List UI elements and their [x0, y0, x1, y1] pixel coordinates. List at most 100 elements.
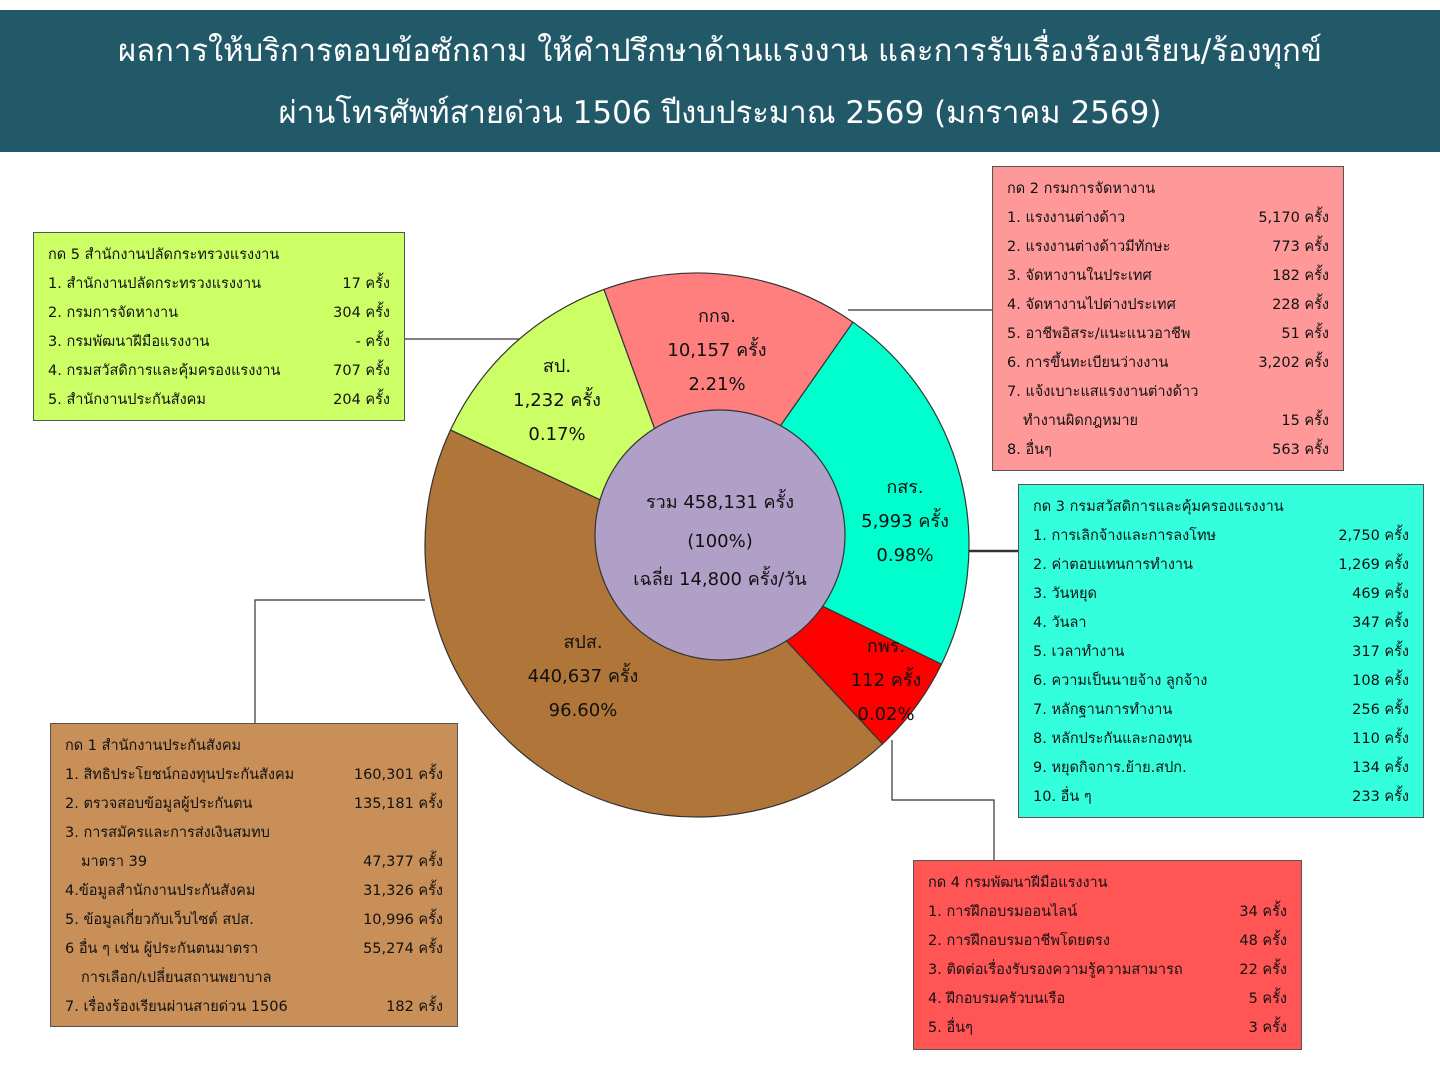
box-row: 4. วันลา 347 ครั้ง [1033, 609, 1409, 638]
slice-label-pct: 0.98% [876, 545, 933, 566]
box-row: 3. การสมัครและการส่งเงินสมทบ [65, 819, 443, 848]
row-value: 228 ครั้ง [1272, 297, 1329, 313]
slice-label-name: กพร. [867, 636, 905, 657]
header-banner: ผลการให้บริการตอบข้อซักถาม ให้คำปรึกษาด้… [0, 10, 1440, 152]
row-value: 707 ครั้ง [333, 363, 390, 379]
row-value: 347 ครั้ง [1352, 615, 1409, 631]
slice-1 [603, 272, 854, 547]
row-label: 4. วันลา [1033, 615, 1087, 631]
slice-label-value-label: 1,232 ครั้ง [513, 387, 601, 411]
box-row: 4. จัดหางานไปต่างประเทศ 228 ครั้ง [1007, 291, 1329, 320]
box-row: 8. หลักประกันและกองทุน 110 ครั้ง [1033, 725, 1409, 754]
row-value: 110 ครั้ง [1352, 731, 1409, 747]
slice-label-name: สป. [543, 356, 571, 377]
row-value: 5,170 ครั้ง [1258, 210, 1329, 226]
row-value: 160,301 ครั้ง [353, 767, 443, 783]
row-label: การเลือก/เปลี่ยนสถานพยาบาล [81, 970, 272, 986]
row-label: 10. อื่น ๆ [1033, 789, 1092, 805]
row-label: 5. อาชีพอิสระ/แนะแนวอาชีพ [1007, 326, 1191, 342]
row-value: 233 ครั้ง [1352, 789, 1409, 805]
row-label: 1. การฝึกอบรมออนไลน์ [928, 904, 1078, 920]
box-row: 5. เวลาทำงาน 317 ครั้ง [1033, 638, 1409, 667]
row-label: 5. ข้อมูลเกี่ยวกับเว็บไซต์ สปส. [65, 912, 254, 928]
row-label: 8. หลักประกันและกองทุน [1033, 731, 1193, 747]
row-label: 5. เวลาทำงาน [1033, 644, 1125, 660]
row-value: 469 ครั้ง [1352, 586, 1409, 602]
row-value: 34 ครั้ง [1239, 904, 1287, 920]
row-value: 48 ครั้ง [1239, 933, 1287, 949]
box-title: กด 2 กรมการจัดหางาน [1007, 181, 1156, 197]
box-row: 9. หยุดกิจการ.ย้าย.สปก.134 ครั้ง [1033, 754, 1409, 783]
row-label: 6 อื่น ๆ เช่น ผู้ประกันตนมาตรา [65, 941, 259, 957]
row-label: 4. ฝึกอบรมครัวบนเรือ [928, 991, 1066, 1007]
row-value: 204 ครั้ง [333, 392, 390, 408]
row-label: 5. อื่นๆ [928, 1020, 973, 1036]
box-row: 2. แรงงานต่างด้าวมีทักษะ 773 ครั้ง [1007, 233, 1329, 262]
row-label: 3. วันหยุด [1033, 586, 1097, 602]
box-row: 3. กรมพัฒนาฝีมือแรงงาน- ครั้ง [48, 328, 390, 357]
row-value: 15 ครั้ง [1281, 413, 1329, 429]
slice-label-pct: 2.21% [688, 374, 745, 395]
box-row: การเลือก/เปลี่ยนสถานพยาบาล [65, 964, 443, 993]
row-value: 317 ครั้ง [1352, 644, 1409, 660]
row-label: 4. จัดหางานไปต่างประเทศ [1007, 297, 1176, 313]
row-label: 2. ค่าตอบแทนการทำงาน [1033, 557, 1193, 573]
row-label: 3. ติดต่อเรื่องรับรองความรู้ความสามารถ [928, 962, 1183, 978]
row-value: 256 ครั้ง [1352, 702, 1409, 718]
connector-b4 [891, 740, 995, 860]
row-value: 1,269 ครั้ง [1338, 557, 1409, 573]
slice-label-pct: 96.60% [549, 700, 618, 721]
center-total: รวม 458,131 ครั้ง [646, 489, 794, 513]
row-label: 3. การสมัครและการส่งเงินสมทบ [65, 825, 270, 841]
box-row: 4. ฝึกอบรมครัวบนเรือ 5 ครั้ง [928, 985, 1287, 1014]
row-label: ทำงานผิดกฎหมาย [1023, 413, 1139, 429]
box-row: 3. ติดต่อเรื่องรับรองความรู้ความสามารถ 22… [928, 956, 1287, 985]
title-line-2: ผ่านโทรศัพท์สายด่วน 1506 ปีงบประมาณ 2569… [278, 95, 1162, 131]
slice-label-name: กกจ. [698, 306, 736, 327]
slice-label-pct: 0.02% [857, 704, 914, 725]
row-value: 135,181 ครั้ง [353, 796, 443, 812]
row-label: 3. จัดหางานในประเทศ [1007, 268, 1152, 284]
title-line-1: ผลการให้บริการตอบข้อซักถาม ให้คำปรึกษาด้… [117, 33, 1322, 69]
box-row: 5. ข้อมูลเกี่ยวกับเว็บไซต์ สปส. 10,996 คร… [65, 906, 443, 935]
slice-label-pct: 0.17% [528, 424, 585, 445]
row-value: 773 ครั้ง [1272, 239, 1329, 255]
row-value: 47,377 ครั้ง [363, 854, 443, 870]
connector-lines [254, 309, 1019, 860]
row-label: 2. แรงงานต่างด้าวมีทักษะ [1007, 239, 1171, 255]
row-value: 10,996 ครั้ง [363, 912, 443, 928]
row-value: 304 ครั้ง [333, 305, 390, 321]
row-value: 108 ครั้ง [1352, 673, 1409, 689]
row-value: 182 ครั้ง [386, 999, 443, 1015]
box-press-3: กด 3 กรมสวัสดิการและคุ้มครองแรงงาน 1. การ… [1018, 484, 1424, 818]
row-label: 6. การขึ้นทะเบียนว่างงาน [1007, 355, 1169, 371]
connector-b1 [254, 599, 425, 723]
row-value: 5 ครั้ง [1248, 991, 1287, 1007]
row-value: 22 ครั้ง [1239, 962, 1287, 978]
row-value: 31,326 ครั้ง [363, 883, 443, 899]
donut-center [594, 409, 846, 661]
box-row: 2. ค่าตอบแทนการทำงาน 1,269 ครั้ง [1033, 551, 1409, 580]
box-title: กด 3 กรมสวัสดิการและคุ้มครองแรงงาน [1033, 499, 1284, 515]
row-value: 51 ครั้ง [1281, 326, 1329, 342]
row-label: 2. กรมการจัดหางาน [48, 305, 179, 321]
row-label: 3. กรมพัฒนาฝีมือแรงงาน [48, 334, 210, 350]
center-avg: เฉลี่ย 14,800 ครั้ง/วัน [633, 566, 806, 590]
